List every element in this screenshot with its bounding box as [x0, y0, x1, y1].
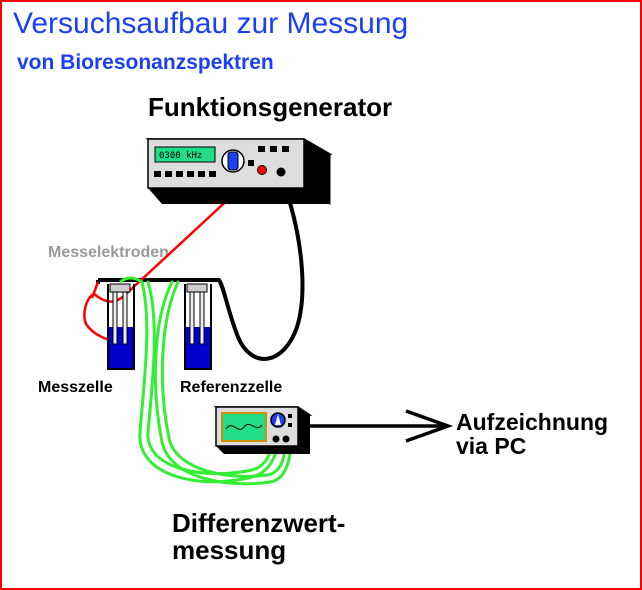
- oscilloscope: [213, 406, 313, 454]
- reference-cell-label: Referenzzelle: [180, 379, 283, 396]
- difference-line1: Differenzwert-: [172, 508, 346, 538]
- measuring-cell-liquid: [108, 327, 134, 369]
- pc-recording-line1: Aufzeichnung: [456, 409, 609, 435]
- generator-knob-icon: [227, 151, 239, 171]
- pc-recording-line2: via PC: [456, 433, 527, 460]
- function-generator: 0300 kHz: [145, 138, 333, 205]
- generator-display: [154, 146, 216, 163]
- measuring-cell: [107, 283, 135, 370]
- gen-button: [154, 171, 161, 177]
- gen-button: [187, 171, 194, 177]
- reference-cell: [184, 283, 212, 370]
- pc-recording-label: Aufzeichnung via PC: [456, 410, 608, 458]
- gen-terminal-black: [276, 167, 286, 177]
- diagram-title: Versuchsaufbau zur Messung: [13, 7, 409, 40]
- gen-button: [258, 146, 265, 152]
- green-wire-measuring: [138, 280, 281, 484]
- osc-terminal: [272, 435, 280, 443]
- green-wire-top: [119, 276, 143, 284]
- green-wire-reference-inner: [160, 280, 287, 478]
- generator-base: [148, 188, 330, 204]
- gen-button: [270, 146, 277, 152]
- gen-button: [248, 160, 254, 166]
- osc-button: [288, 414, 292, 418]
- oscilloscope-waveform: [225, 423, 263, 430]
- red-wire-top: [90, 281, 100, 299]
- measuring-electrode-right: [122, 287, 128, 345]
- gen-terminal-red: [257, 165, 267, 175]
- difference-line2: messung: [172, 535, 287, 566]
- oscilloscope-base: [216, 446, 310, 454]
- osc-button: [288, 423, 292, 427]
- gen-button: [198, 171, 205, 177]
- difference-measurement-label: Differenzwert- messung: [172, 508, 346, 566]
- measuring-electrode-cap: [109, 283, 131, 293]
- gen-button: [165, 171, 172, 177]
- reference-cell-beaker: [184, 284, 212, 370]
- measuring-cell-beaker: [107, 284, 135, 370]
- generator-frequency: 0300 kHz: [159, 151, 202, 161]
- measuring-electrode-left: [112, 287, 118, 345]
- oscilloscope-side: [298, 407, 310, 454]
- reference-electrode-cap: [186, 283, 208, 293]
- diagram-subtitle: von Bioresonanzspektren: [17, 51, 274, 74]
- measuring-cell-label: Messzelle: [38, 379, 113, 396]
- function-generator-label: Funktionsgenerator: [148, 92, 393, 122]
- gen-button: [176, 171, 183, 177]
- osc-terminal: [282, 435, 290, 443]
- gen-button: [209, 171, 216, 177]
- gen-button: [282, 146, 289, 152]
- output-arrow-head: [405, 409, 454, 443]
- green-wire-measuring-inner: [146, 280, 275, 476]
- oscilloscope-knob-pointer: [275, 414, 281, 425]
- reference-cell-liquid: [185, 327, 211, 369]
- reference-electrode-right: [199, 287, 205, 345]
- reference-electrode-left: [189, 287, 195, 345]
- green-wire-reference: [153, 280, 293, 486]
- electrodes-label: Messelektroden: [48, 244, 169, 261]
- black-wire-generator: [217, 177, 305, 361]
